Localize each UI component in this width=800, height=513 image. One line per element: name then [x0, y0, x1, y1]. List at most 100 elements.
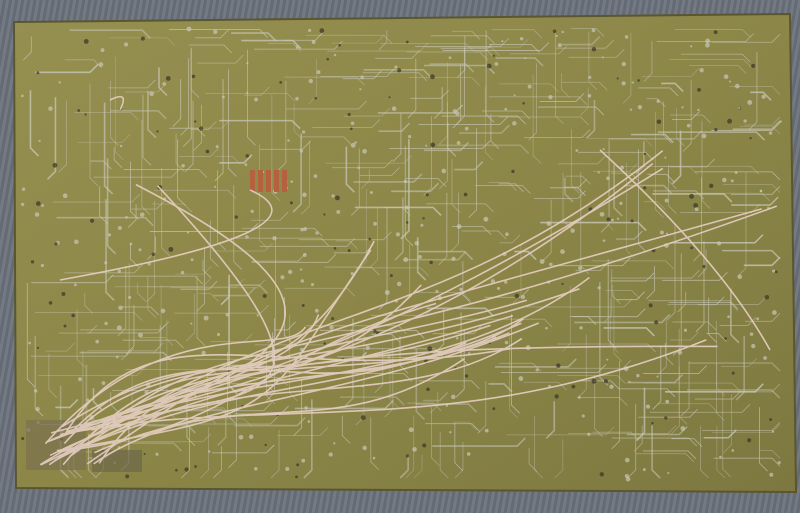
- trace: [654, 112, 664, 218]
- trace: [292, 133, 302, 213]
- solder-pad: [295, 45, 300, 49]
- trace: [528, 447, 538, 472]
- solder-pad: [276, 414, 279, 417]
- trace: [442, 42, 550, 51]
- trace: [438, 192, 448, 266]
- trace: [147, 236, 156, 260]
- wire: [109, 95, 125, 111]
- solder-pad: [466, 452, 471, 456]
- trace: [166, 402, 272, 412]
- solder-pad: [100, 48, 105, 52]
- trace: [137, 282, 146, 302]
- solder-pad: [702, 264, 706, 269]
- solder-pad: [315, 231, 319, 235]
- solder-pad: [699, 67, 704, 73]
- solder-pad: [107, 233, 112, 237]
- trace: [633, 425, 643, 452]
- trace: [271, 94, 281, 202]
- trace: [418, 116, 509, 125]
- solder-pad: [314, 96, 318, 100]
- solder-pad: [743, 119, 747, 123]
- solder-pad: [181, 164, 185, 168]
- trace: [35, 63, 99, 74]
- trace: [90, 160, 112, 170]
- trace: [568, 425, 677, 434]
- trace: [499, 234, 521, 244]
- solder-pad: [630, 219, 634, 223]
- solder-pad: [279, 80, 283, 84]
- solder-pad: [405, 454, 409, 458]
- trace: [426, 203, 494, 213]
- trace: [564, 177, 574, 203]
- solder-pad: [389, 274, 393, 278]
- solder-pad: [484, 428, 489, 433]
- trace: [561, 35, 601, 46]
- trace: [646, 98, 666, 108]
- trace: [570, 27, 605, 37]
- solder-pad: [728, 80, 732, 83]
- trace: [228, 69, 237, 177]
- solder-pad: [98, 62, 104, 67]
- solder-pad: [95, 339, 100, 344]
- solder-pad: [256, 314, 259, 317]
- solder-pad: [490, 279, 495, 284]
- solder-pad: [449, 430, 452, 434]
- solder-pad: [486, 63, 492, 69]
- trace: [557, 375, 626, 384]
- solder-pad: [350, 272, 354, 276]
- trace: [557, 155, 606, 165]
- trace: [241, 227, 323, 237]
- solder-pad: [524, 57, 527, 60]
- trace: [627, 404, 637, 479]
- trace: [146, 200, 155, 303]
- trace: [663, 101, 672, 144]
- trace: [697, 249, 707, 278]
- solder-pad: [666, 232, 669, 235]
- trace: [416, 237, 427, 281]
- trace: [441, 115, 526, 125]
- trace: [610, 269, 700, 279]
- trace: [277, 427, 329, 436]
- trace: [423, 116, 432, 196]
- trace: [641, 68, 700, 77]
- solder-pad: [579, 326, 583, 330]
- trace: [213, 446, 222, 479]
- trace: [466, 47, 500, 56]
- solder-pad: [451, 256, 456, 261]
- wire: [98, 318, 524, 464]
- trace: [369, 207, 378, 269]
- trace: [254, 336, 351, 346]
- solder-pad: [545, 326, 548, 330]
- solder-pad: [301, 303, 305, 307]
- trace: [694, 390, 742, 400]
- trace: [711, 33, 781, 43]
- solder-pad: [727, 315, 730, 319]
- solder-pad: [581, 414, 585, 418]
- trace: [426, 307, 495, 317]
- trace: [52, 193, 141, 203]
- solder-pad: [63, 324, 67, 328]
- trace: [79, 351, 172, 362]
- trace: [219, 119, 301, 130]
- trace: [266, 318, 275, 401]
- trace: [186, 293, 195, 342]
- solder-pad: [319, 28, 325, 34]
- trace: [759, 449, 781, 459]
- trace: [217, 170, 226, 251]
- solder-pad: [689, 193, 694, 199]
- trace: [177, 139, 186, 206]
- solder-pad: [208, 450, 211, 453]
- trace: [656, 33, 754, 42]
- solder-pad: [571, 384, 576, 389]
- solder-pad: [513, 94, 516, 97]
- trace: [158, 67, 168, 97]
- trace: [301, 140, 310, 215]
- solder-pad: [519, 37, 524, 41]
- trace: [468, 127, 478, 219]
- solder-pad: [238, 434, 244, 440]
- solder-pad: [588, 75, 592, 79]
- trace: [603, 268, 613, 324]
- trace: [561, 81, 608, 91]
- trace: [644, 201, 666, 210]
- solder-pad: [448, 56, 452, 60]
